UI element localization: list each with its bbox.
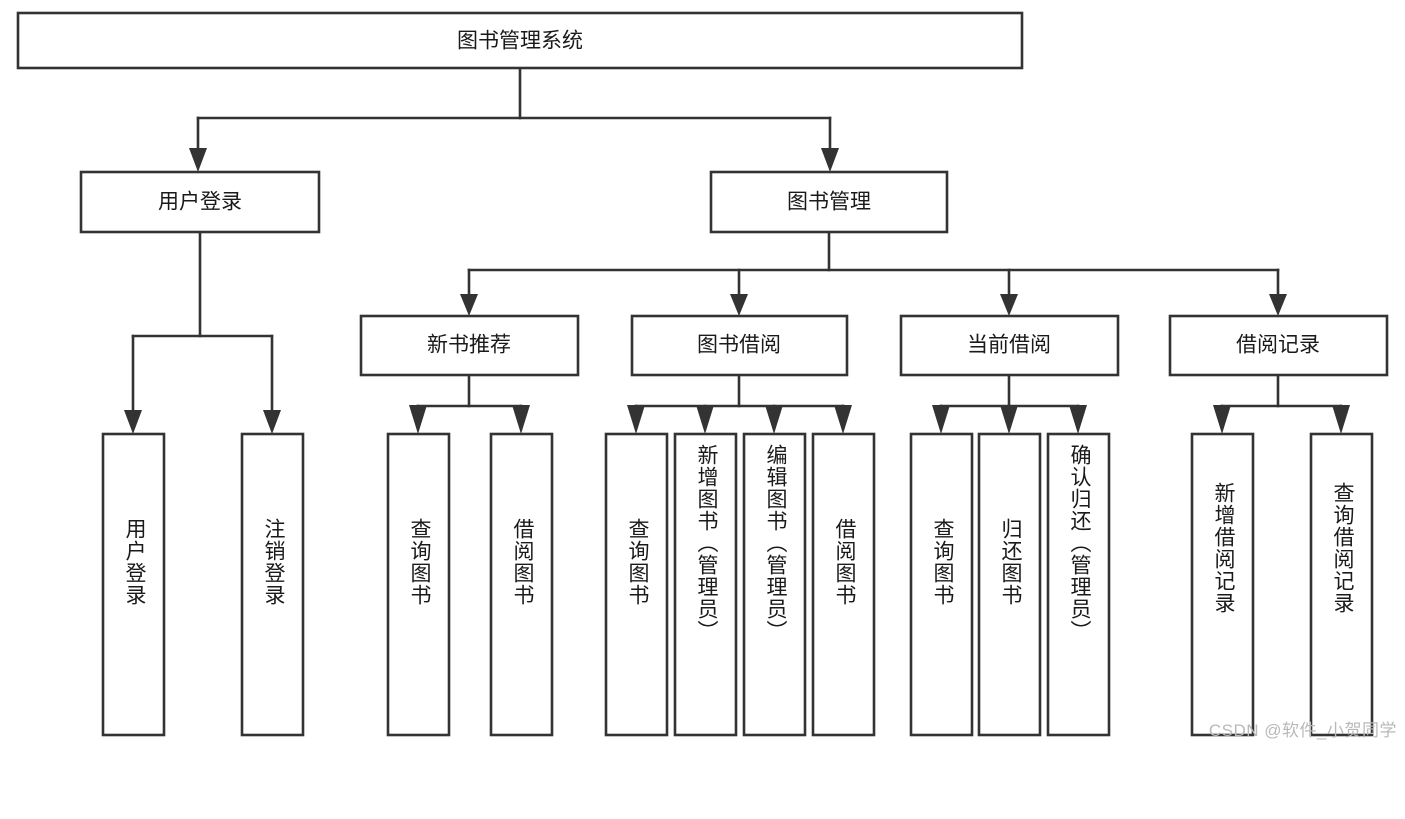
arrow-head-borrow-record: [1269, 294, 1287, 316]
node-leaf-borrow-book-1-box[interactable]: [489, 432, 554, 737]
node-leaf-return-book-box[interactable]: [977, 432, 1042, 737]
node-leaf-user-login-box[interactable]: [101, 432, 166, 737]
node-book-manage-label: 图书管理: [787, 191, 871, 214]
arrow-head-leaf-borrow-book-1: [512, 405, 530, 434]
arrow-head-user-login: [189, 148, 207, 172]
node-new-book-recommend-box[interactable]: [359, 314, 580, 377]
node-current-borrow-label: 当前借阅: [967, 334, 1051, 357]
node-layer: 图书管理系统 用户登录 图书管理 新书推荐 图书借阅 当前: [16, 11, 1389, 737]
flowchart-diagram: 图书管理系统 用户登录 图书管理 新书推荐 图书借阅 当前: [16, 11, 1397, 740]
arrow-head-book-borrow: [730, 294, 748, 316]
node-book-manage[interactable]: 图书管理: [709, 170, 949, 234]
arrow-head-current-borrow: [1000, 294, 1018, 316]
csdn-watermark: CSDN @软件_小贺同学: [1208, 721, 1397, 740]
node-book-borrow-box[interactable]: [630, 314, 849, 377]
arrow-head-book-manage: [821, 148, 839, 172]
node-book-borrow[interactable]: 图书借阅: [630, 314, 849, 377]
node-leaf-edit-book-box[interactable]: [742, 432, 807, 737]
node-user-login-box[interactable]: [79, 170, 321, 234]
arrow-head-leaf-logout: [263, 410, 281, 434]
node-root[interactable]: 图书管理系统: [16, 11, 1024, 70]
node-leaf-add-book-box[interactable]: [673, 432, 738, 737]
node-borrow-record-label: 借阅记录: [1236, 334, 1320, 357]
node-root-box[interactable]: [16, 11, 1024, 70]
arrow-head-leaf-add-book: [696, 405, 714, 434]
node-book-manage-box[interactable]: [709, 170, 949, 234]
node-leaf-add-record-box[interactable]: [1190, 432, 1255, 737]
node-current-borrow-box[interactable]: [899, 314, 1120, 377]
node-leaf-logout-box[interactable]: [240, 432, 305, 737]
arrow-head-leaf-query-book-1: [409, 405, 427, 434]
node-leaf-query-book-3-box[interactable]: [909, 432, 974, 737]
arrow-head-leaf-query-book-2: [627, 405, 645, 434]
arrow-head-leaf-add-record: [1213, 405, 1231, 434]
node-leaf-query-record-box[interactable]: [1309, 432, 1374, 737]
node-leaf-query-book-2-box[interactable]: [604, 432, 669, 737]
arrow-head-leaf-confirm-return: [1069, 405, 1087, 434]
arrow-head-leaf-return-book: [1000, 405, 1018, 434]
node-borrow-record-box[interactable]: [1168, 314, 1389, 377]
node-root-label: 图书管理系统: [457, 30, 583, 53]
node-user-login-label: 用户登录: [158, 191, 242, 214]
node-user-login[interactable]: 用户登录: [79, 170, 321, 234]
node-current-borrow[interactable]: 当前借阅: [899, 314, 1120, 377]
node-new-book-recommend[interactable]: 新书推荐: [359, 314, 580, 377]
arrow-head-leaf-query-record: [1332, 405, 1350, 434]
node-leaf-confirm-return-box[interactable]: [1046, 432, 1111, 737]
node-new-book-recommend-label: 新书推荐: [427, 334, 511, 357]
arrow-head-new-book-recommend: [460, 294, 478, 316]
arrow-head-leaf-query-book-3: [932, 405, 950, 434]
tree-svg-canvas: 图书管理系统 用户登录 图书管理 新书推荐 图书借阅 当前: [16, 11, 1389, 737]
node-leaf-borrow-book-2-box[interactable]: [811, 432, 876, 737]
arrow-head-leaf-borrow-book-2: [834, 405, 852, 434]
node-borrow-record[interactable]: 借阅记录: [1168, 314, 1389, 377]
arrow-head-leaf-user-login: [124, 410, 142, 434]
arrow-head-leaf-edit-book: [765, 405, 783, 434]
connector-layer: [124, 66, 1350, 434]
node-leaf-query-book-1-box[interactable]: [386, 432, 451, 737]
node-book-borrow-label: 图书借阅: [697, 334, 781, 357]
